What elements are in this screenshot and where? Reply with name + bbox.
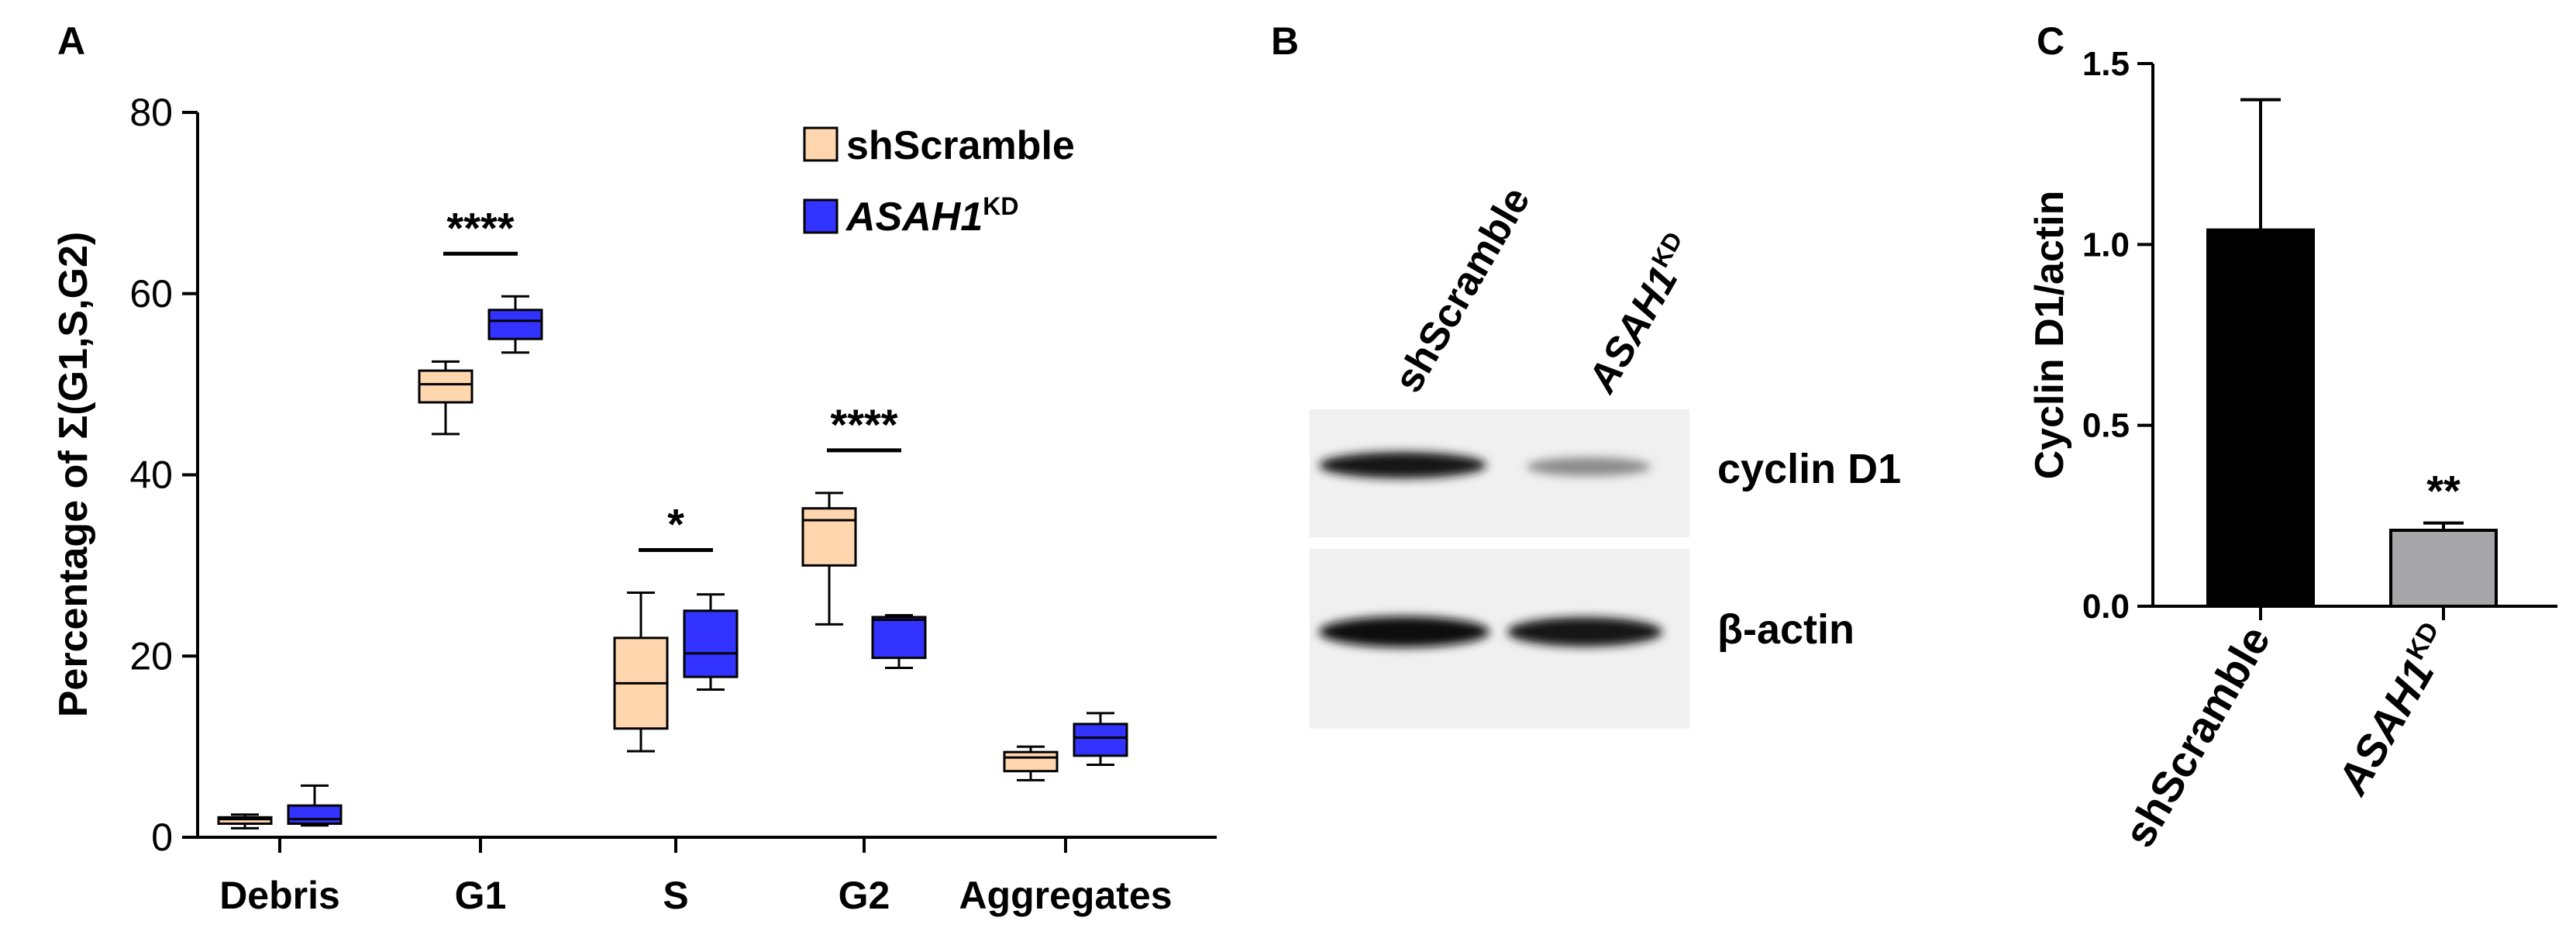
- box-plot-group: [871, 614, 927, 669]
- y-tick-label-c: 0.5: [2082, 407, 2130, 445]
- box-body: [801, 507, 857, 567]
- x-tick-label-a: Debris: [219, 874, 340, 917]
- box-plot-panel-a: 0 20 40 60 80 Debris G1 S G2 Aggregates Percenta…: [51, 91, 1217, 917]
- blot-lane-label-shscramble: shScramble: [1386, 180, 1539, 400]
- box-body: [871, 616, 927, 660]
- bar-chart-panel-c: 0.0 0.5 1.0 1.5 ** shScramble ASAH1KD Cyclin…: [2027, 45, 2557, 855]
- blot-band-cyclin-shscramble: [1319, 452, 1486, 478]
- y-tick-label-a: 60: [129, 272, 173, 316]
- panel-label-b: B: [1271, 19, 1299, 63]
- significance-label-c: **: [2426, 467, 2461, 516]
- bar: [2206, 228, 2315, 608]
- box-body: [217, 816, 273, 825]
- legend-a: shScramble ASAH1KD: [803, 123, 1075, 240]
- x-tick-label-c: ASAH1KD: [2326, 617, 2462, 804]
- x-tick-label-a: G1: [455, 874, 507, 917]
- box-plot-group: [217, 813, 273, 830]
- western-blot-panel-b: shScramble ASAH1KD cyclin D1 β-actin: [1310, 180, 1901, 729]
- y-tick-label-c: 1.5: [2082, 45, 2130, 83]
- box-body: [1073, 723, 1128, 757]
- bar: [2389, 529, 2498, 608]
- x-tick-label-a: Aggregates: [959, 874, 1172, 917]
- box-body: [1003, 750, 1059, 773]
- legend-swatch-asah1: [803, 198, 839, 234]
- blot-band-actin-asah1: [1507, 617, 1662, 647]
- blot-band-cyclin-asah1: [1527, 457, 1651, 476]
- blot-band-actin-shscramble: [1319, 616, 1489, 647]
- box-plot-group: [487, 295, 543, 354]
- x-tick-labels-a: Debris G1 S G2 Aggregates: [219, 837, 1173, 917]
- box-plot-group: [683, 593, 739, 691]
- y-ticks-a: 0 20 40 60 80: [129, 91, 198, 859]
- box-body: [418, 369, 474, 404]
- x-tick-label-a: S: [663, 874, 688, 917]
- y-tick-label-a: 40: [129, 454, 173, 497]
- legend-swatch-shscramble: [803, 126, 839, 162]
- boxes-a: [217, 295, 1128, 830]
- x-tick-label-c-main: ASAH1: [2326, 650, 2443, 804]
- box-body: [683, 609, 739, 678]
- blot-lane-label-asah1: ASAH1KD: [1577, 227, 1705, 402]
- legend-label-asah1: ASAH1KD: [845, 192, 1018, 240]
- y-tick-label-a: 20: [129, 634, 173, 678]
- y-ticks-c: 0.0 0.5 1.0 1.5: [2082, 45, 2153, 626]
- panel-label-a: A: [57, 19, 85, 63]
- y-axis-label-c: Cyclin D1/actin: [2027, 191, 2072, 480]
- blot-row-label-actin: β-actin: [1717, 606, 1855, 653]
- box-plot-group: [418, 360, 474, 436]
- y-tick-label-c: 0.0: [2082, 588, 2130, 626]
- box-plot-group: [801, 492, 857, 626]
- box-plot-group: [1003, 745, 1059, 781]
- box-body: [287, 804, 343, 825]
- significance-label: ****: [446, 203, 514, 252]
- box-plot-group: [1073, 712, 1128, 766]
- bars-c: **: [2206, 98, 2498, 608]
- blot-lane-label-asah1-main: ASAH1: [1579, 259, 1686, 401]
- legend-label-asah1-main: ASAH1: [845, 195, 983, 240]
- y-tick-label-a: 80: [129, 91, 173, 134]
- box-plot-group: [287, 784, 343, 827]
- significance-a: *********: [443, 203, 901, 552]
- y-tick-label-a: 0: [151, 816, 173, 859]
- panel-label-c: C: [2037, 19, 2065, 63]
- significance-label: ****: [830, 400, 897, 449]
- significance-label: *: [667, 499, 684, 548]
- x-tick-label-a: G2: [839, 874, 890, 917]
- legend-label-shscramble: shScramble: [846, 123, 1075, 168]
- box-body: [487, 309, 543, 340]
- box-plot-group: [613, 591, 669, 753]
- y-axis-label-a: Percentage of Σ(G1,S,G2): [51, 232, 96, 718]
- x-tick-labels-c: shScramble ASAH1KD: [2114, 606, 2462, 855]
- y-tick-label-c: 1.0: [2082, 226, 2130, 264]
- blot-row-label-cyclin: cyclin D1: [1717, 446, 1901, 492]
- x-tick-label-c: shScramble: [2114, 618, 2279, 855]
- legend-label-asah1-sup: KD: [983, 192, 1018, 220]
